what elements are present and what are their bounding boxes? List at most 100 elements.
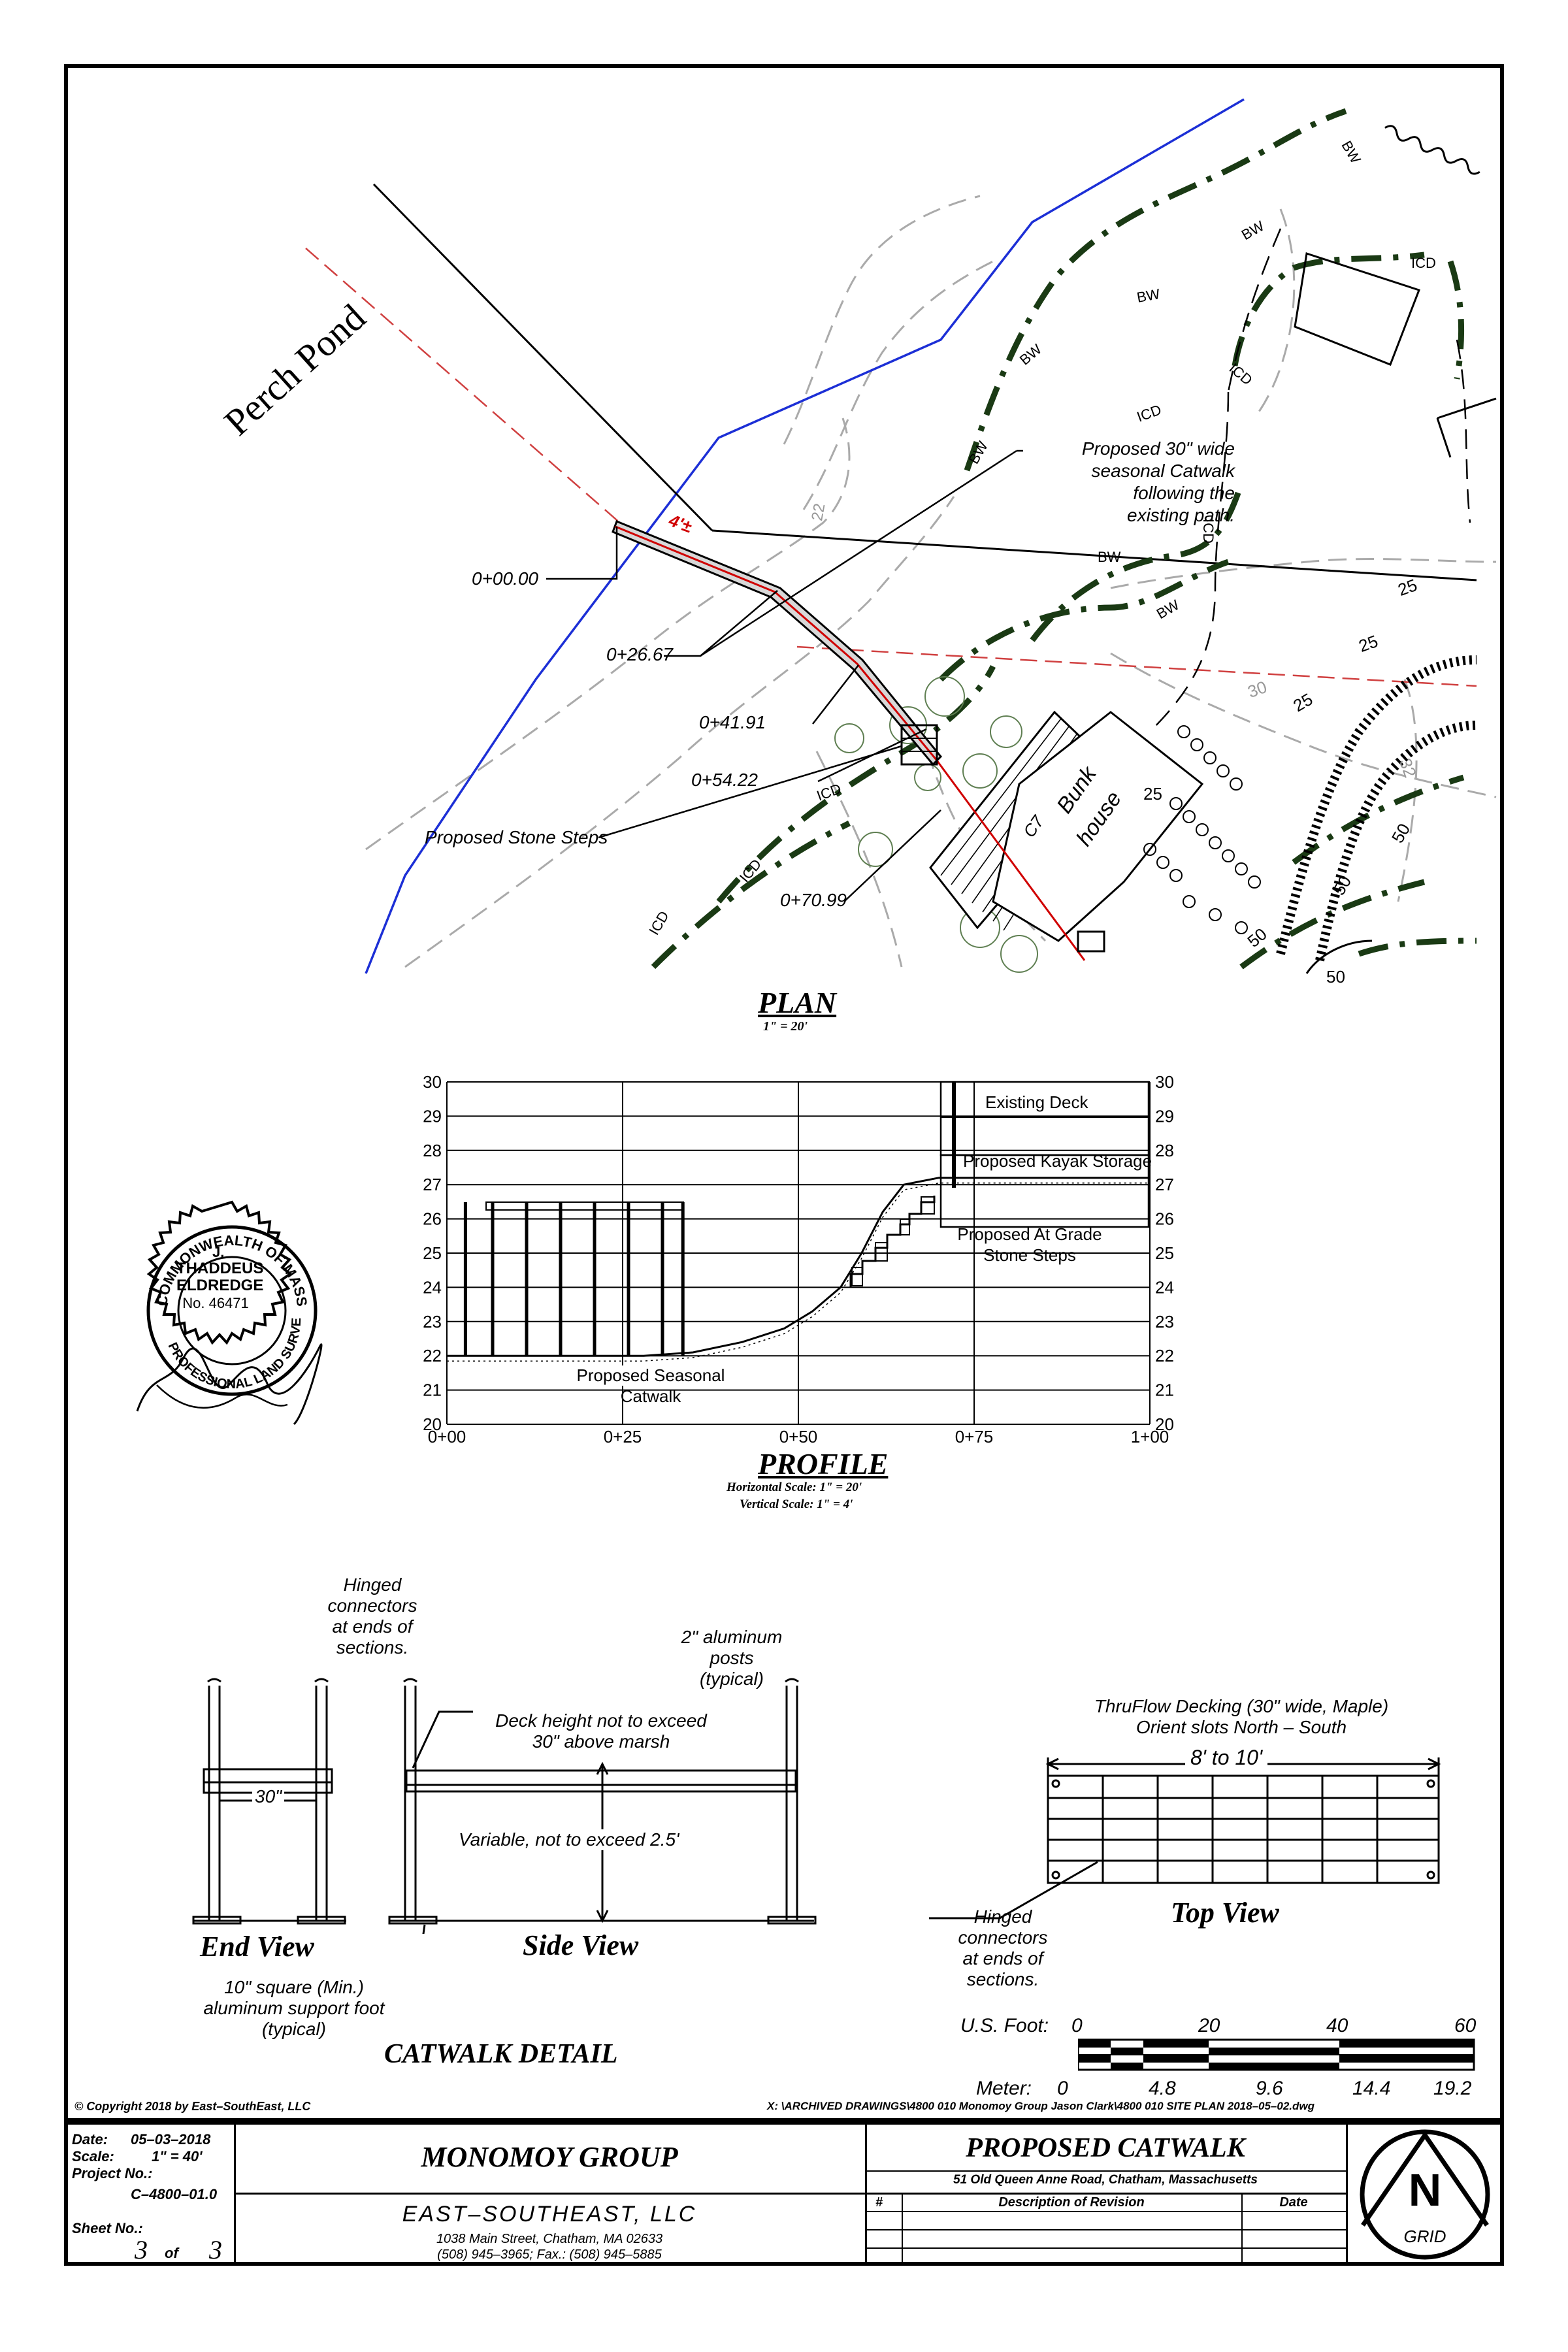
profile-steps-label-2: Stone Steps <box>983 1245 1076 1265</box>
note-line: 2" aluminum <box>681 1627 783 1647</box>
posts-note: 2" aluminum posts (typical) <box>660 1627 804 1690</box>
contour-label: 22 <box>808 502 829 523</box>
m-tick: 19.2 <box>1433 2078 1472 2099</box>
copyright-symbol: © <box>74 2100 87 2113</box>
line-tag: ICD <box>1411 255 1436 271</box>
file-path: X: \ARCHIVED DRAWINGS\4800 010 Monomoy G… <box>767 2100 1315 2112</box>
support-foot-note: 10" square (Min.) aluminum support foot … <box>131 1977 457 2040</box>
meter-label: Meter: <box>976 2078 1032 2099</box>
note-line: (typical) <box>699 1669 764 1689</box>
y-tick-label-right: 24 <box>1155 1277 1174 1297</box>
seal-name-2: ELDREDGE <box>176 1277 264 1294</box>
note-line: Deck height not to exceed <box>495 1710 707 1731</box>
us-tick: 40 <box>1326 2015 1348 2036</box>
note-line: Hinged <box>973 1906 1032 1927</box>
catwalk-callout: Proposed 30" wide seasonal Catwalk follo… <box>1019 438 1235 527</box>
kayak-storage <box>939 1154 1150 1228</box>
revision-description-header: Description of Revision <box>998 2195 1145 2210</box>
hinged-right-note: Hinged connectors at ends of sections. <box>947 1906 1058 1990</box>
title-block <box>64 2122 1504 2266</box>
callout-line: following the <box>1133 483 1235 503</box>
shoreline <box>365 98 1245 974</box>
graphic-scale <box>1078 2038 1475 2071</box>
sheet-total: 3 <box>209 2235 222 2264</box>
plan-scale: 1" = 20' <box>763 1019 808 1034</box>
y-tick-label: 22 <box>423 1346 442 1365</box>
seal-initial: J. <box>212 1244 225 1260</box>
note-line: at ends of <box>332 1616 413 1637</box>
end-width-dim: 30" <box>252 1786 285 1807</box>
note-line: sections. <box>966 1969 1039 1989</box>
contour-label: 50 <box>1326 967 1345 987</box>
bunkhouse <box>929 710 1204 942</box>
y-tick-label: 23 <box>423 1312 442 1331</box>
seal-name-1: THADDEUS <box>176 1260 264 1277</box>
note-line: 10" square (Min.) <box>224 1977 364 1997</box>
hinged-top-note: Hinged connectors at ends of sections. <box>320 1575 425 1658</box>
property-line <box>372 183 713 532</box>
decking-note: ThruFlow Decking (30" wide, Maple) Orien… <box>1019 1696 1463 1738</box>
seal-number: No. 46471 <box>182 1295 249 1311</box>
scale-label: Scale: <box>72 2148 114 2164</box>
station-4: 0+70.99 <box>780 890 847 910</box>
project-address: 51 Old Queen Anne Road, Chatham, Massach… <box>953 2173 1258 2187</box>
contour-label: 25 <box>1143 784 1162 804</box>
signature <box>136 1343 323 1426</box>
side-view-title: Side View <box>523 1929 639 1961</box>
project-value: C–4800–01.0 <box>131 2186 218 2202</box>
leader-lines <box>546 449 1023 902</box>
x-tick-label: 0+75 <box>955 1427 994 1446</box>
y-tick-label-right: 27 <box>1155 1175 1174 1194</box>
us-tick: 20 <box>1198 2015 1220 2036</box>
note-line: (typical) <box>261 2019 326 2039</box>
m-tick: 4.8 <box>1149 2078 1176 2099</box>
firm-address-2: (508) 945–3965; Fax.: (508) 945–5885 <box>437 2247 662 2262</box>
sheet-label: Sheet No.: <box>72 2220 143 2236</box>
copyright-text: Copyright 2018 by East–SouthEast, LLC <box>86 2100 311 2113</box>
y-tick-label: 24 <box>423 1277 442 1297</box>
y-tick-label: 25 <box>423 1243 442 1263</box>
m-tick: 0 <box>1057 2078 1068 2099</box>
surveyor-seal: COMMONWEALTH OF MASSACHUSETTS PROFESSION… <box>111 1189 323 1426</box>
y-tick-label: 21 <box>423 1380 442 1400</box>
profile-title: PROFILE <box>758 1447 889 1480</box>
variable-note: Variable, not to exceed 2.5' <box>459 1829 679 1850</box>
kayak-storage-label: Proposed Kayak Storage <box>963 1151 1152 1171</box>
sheet-border <box>64 64 1504 2122</box>
copyright: © Copyright 2018 by East–SouthEast, LLC <box>74 2100 310 2114</box>
profile-scale-h: Horizontal Scale: 1" = 20' <box>727 1480 862 1494</box>
station-2: 0+41.91 <box>699 712 766 732</box>
revision-number-header: # <box>875 2195 883 2210</box>
note-line: posts <box>710 1648 754 1668</box>
y-tick-label-right: 20 <box>1155 1414 1174 1434</box>
note-line: Orient slots North – South <box>1135 1717 1347 1737</box>
stone-steps-label: Proposed Stone Steps <box>425 827 608 847</box>
date-value: 05–03–2018 <box>131 2131 211 2148</box>
project-label: Project No.: <box>72 2165 153 2181</box>
profile-catwalk-label-1: Proposed Seasonal <box>566 1365 736 1386</box>
profile-scale-v: Vertical Scale: 1" = 4' <box>740 1497 853 1511</box>
note-line: at ends of <box>962 1948 1043 1968</box>
station-3: 0+54.22 <box>691 770 758 790</box>
y-tick-label-right: 21 <box>1155 1380 1174 1400</box>
sheet-number: 3 <box>135 2235 148 2264</box>
y-tick-label: 30 <box>423 1072 442 1092</box>
m-tick: 14.4 <box>1352 2078 1391 2099</box>
m-tick: 9.6 <box>1256 2078 1283 2099</box>
red-dashed-line <box>305 248 628 530</box>
north-arrow-icon <box>1360 2129 1490 2260</box>
sheet-of: of <box>165 2245 178 2261</box>
y-tick-label: 20 <box>423 1414 442 1434</box>
firm-name: EAST–SOUTHEAST, LLC <box>402 2202 697 2227</box>
client-name: MONOMOY GROUP <box>421 2141 678 2173</box>
firm-address-1: 1038 Main Street, Chatham, MA 02633 <box>436 2232 663 2246</box>
callout-line: existing path. <box>1127 505 1235 525</box>
existing-deck-label: Existing Deck <box>985 1092 1088 1112</box>
end-view-title: End View <box>200 1931 314 1963</box>
callout-line: Proposed 30" wide <box>1081 438 1235 459</box>
catwalk-deck <box>485 1201 684 1211</box>
note-line: connectors <box>958 1927 1048 1948</box>
red-dashed-line-2 <box>796 645 1477 687</box>
grid-label: GRID <box>1403 2227 1446 2246</box>
us-foot-label: U.S. Foot: <box>960 2015 1049 2036</box>
